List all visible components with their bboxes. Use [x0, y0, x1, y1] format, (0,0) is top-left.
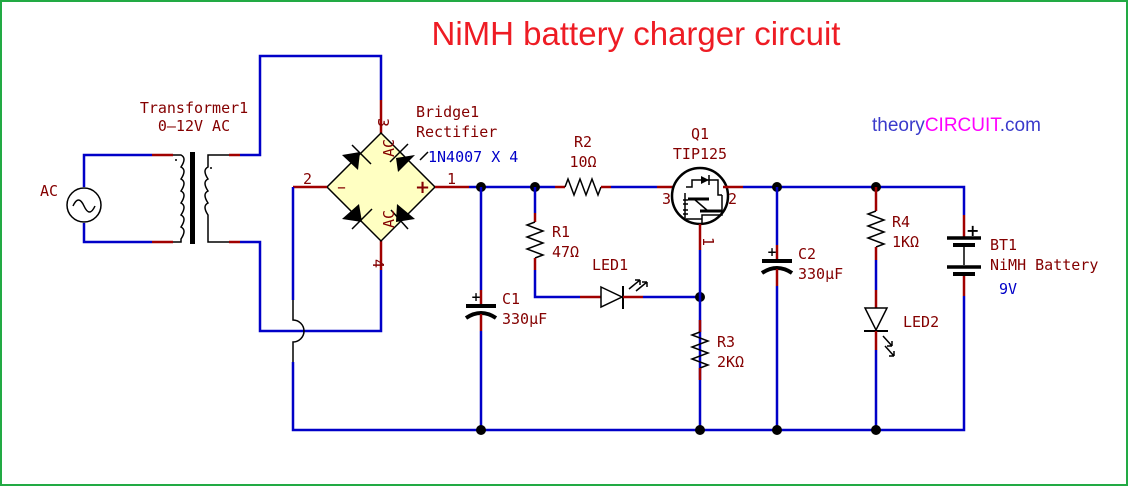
c2-ref: C2: [798, 245, 816, 263]
bt1-voltage: 9V: [999, 280, 1017, 298]
wire-ground: [291, 362, 966, 432]
bridge-pin3: 3: [374, 118, 392, 127]
c1-ref: C1: [502, 290, 520, 308]
capacitor-c2: + C2 330μF: [760, 182, 843, 430]
bridge-ac-top: AC: [380, 139, 398, 157]
r3-ref: R3: [717, 333, 735, 351]
ac-source: AC: [40, 153, 152, 244]
transformer-ref: Transformer1: [140, 99, 248, 117]
secondary-coil-icon: [204, 154, 229, 243]
battery-bt1: + BT1 NiMH Battery 9V: [947, 215, 1098, 380]
light-emission-icon: [882, 335, 895, 357]
led1-ref: LED1: [592, 256, 628, 274]
brand-watermark: theoryCIRCUIT.com: [872, 115, 1041, 136]
bridge-plus: +: [415, 177, 430, 198]
wire-crossover-icon: [292, 300, 305, 362]
bridge-note: 1N4007 X 4: [428, 148, 518, 166]
sine-icon: [72, 199, 96, 213]
q1-ref: Q1: [691, 125, 709, 143]
brand-part2: CIRCUIT: [925, 115, 1002, 136]
r3-value: 2KΩ: [717, 353, 744, 371]
svg-text:+: +: [767, 245, 777, 259]
led-led1: LED1: [580, 256, 700, 309]
transistor-q1: 3 2 1 Q1 TIP125: [657, 125, 966, 430]
q1-pin2: 2: [728, 190, 737, 208]
bridge-ac-bottom: AC: [380, 210, 398, 228]
led2-ref: LED2: [903, 313, 939, 331]
svg-text:+: +: [471, 290, 481, 304]
bridge-minus: –: [337, 177, 346, 198]
brand-part1: theory: [872, 115, 925, 136]
r4-ref: R4: [892, 213, 910, 231]
capacitor-c1: + C1 330μF: [464, 187, 547, 430]
r2-ref: R2: [574, 133, 592, 151]
brand-part3: .com: [1000, 115, 1041, 136]
battery-plus-icon: +: [966, 221, 979, 240]
resistor-r1: R1 47Ω: [524, 187, 580, 299]
led-led2: LED2: [863, 290, 939, 430]
transformer: Transformer1 0—12V AC: [140, 99, 248, 244]
bridge-value: Rectifier: [416, 123, 497, 141]
c2-value: 330μF: [798, 265, 843, 283]
q1-pin1: 1: [699, 237, 717, 246]
primary-coil-icon: [173, 154, 185, 243]
bridge-pin1: 1: [447, 170, 456, 188]
r2-value: 10Ω: [569, 153, 596, 171]
bt1-value: NiMH Battery: [990, 256, 1098, 274]
ac-source-label: AC: [40, 182, 58, 200]
r1-ref: R1: [552, 223, 570, 241]
r1-value: 47Ω: [552, 243, 579, 261]
transformer-value: 0—12V AC: [158, 117, 230, 135]
resistor-r4: R4 1KΩ: [865, 182, 919, 290]
diagram-title: NiMH battery charger circuit: [432, 15, 841, 52]
bridge-ref: Bridge1: [416, 103, 479, 121]
bridge-rectifier: AC AC – + 3 4 2 1 Bridge1 Rectifier 1N40…: [293, 100, 518, 290]
light-emission-icon: [628, 279, 648, 292]
q1-value: TIP125: [673, 145, 727, 163]
wire-sec-bottom: [240, 240, 383, 333]
bt1-ref: BT1: [990, 236, 1017, 254]
r4-value: 1KΩ: [892, 233, 919, 251]
resistor-r3: R3 2KΩ: [689, 320, 744, 380]
q1-pin3: 3: [662, 190, 671, 208]
resistor-r2: R2 10Ω: [555, 133, 657, 198]
bridge-pin2: 2: [303, 170, 312, 188]
c1-value: 330μF: [502, 310, 547, 328]
wire-sec-top: [240, 54, 383, 157]
bridge-pin4: 4: [369, 259, 387, 268]
